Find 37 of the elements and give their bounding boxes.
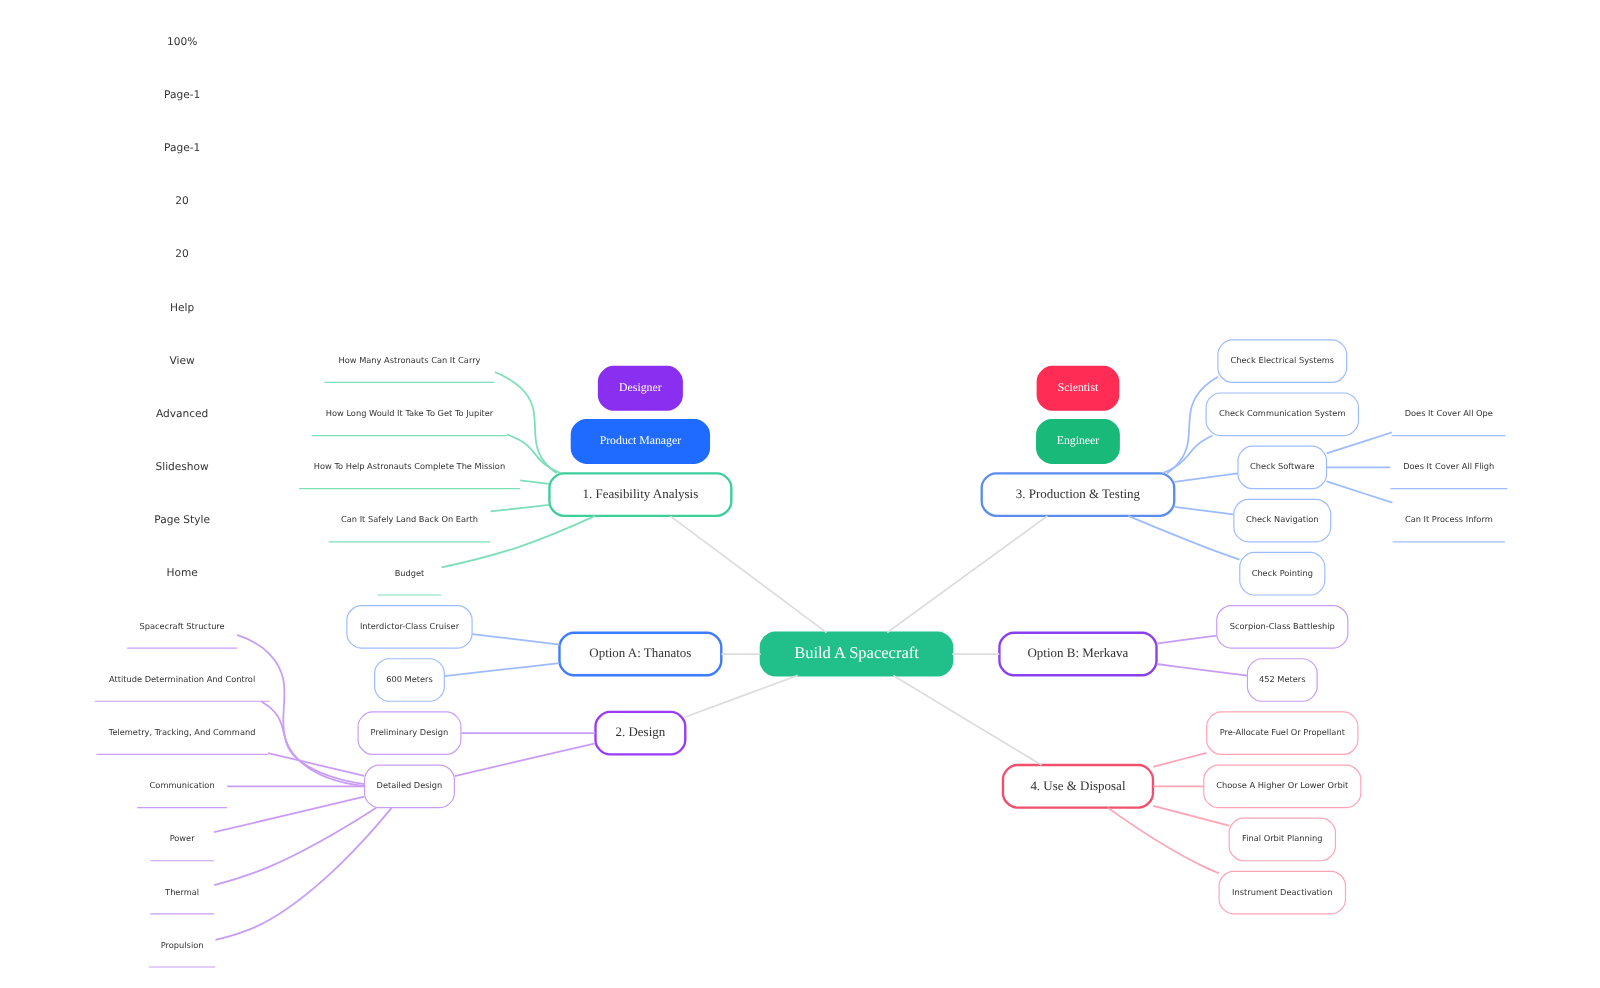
connector <box>493 371 557 475</box>
connector <box>1172 505 1234 516</box>
connector <box>1160 434 1213 475</box>
connector <box>488 503 550 513</box>
connector <box>439 515 596 569</box>
connector <box>1151 785 1204 788</box>
connector <box>1324 466 1391 469</box>
connector <box>212 795 365 834</box>
connector <box>1126 514 1240 561</box>
connector <box>235 634 365 787</box>
connector <box>1172 472 1238 483</box>
connector <box>470 633 560 646</box>
connector <box>518 479 550 485</box>
connector <box>1105 806 1219 875</box>
connector <box>683 674 798 718</box>
connector <box>668 515 827 634</box>
connector <box>212 806 377 887</box>
connector <box>442 662 560 678</box>
node-box: Build A Spacecraft <box>758 631 953 677</box>
connector <box>505 433 561 475</box>
connector <box>891 674 1042 766</box>
connector <box>1324 431 1392 455</box>
connector <box>719 653 761 655</box>
connector <box>459 732 596 735</box>
connector <box>266 752 365 777</box>
connector <box>452 742 596 777</box>
connector <box>1165 375 1218 475</box>
connector <box>225 785 365 788</box>
connector <box>950 653 1000 655</box>
connector <box>259 700 365 785</box>
connector <box>1154 634 1217 645</box>
connector <box>1154 663 1248 677</box>
connector <box>1151 804 1229 827</box>
connector <box>213 807 392 941</box>
connector <box>1151 751 1207 768</box>
connector <box>885 515 1048 634</box>
connector <box>1324 480 1393 504</box>
